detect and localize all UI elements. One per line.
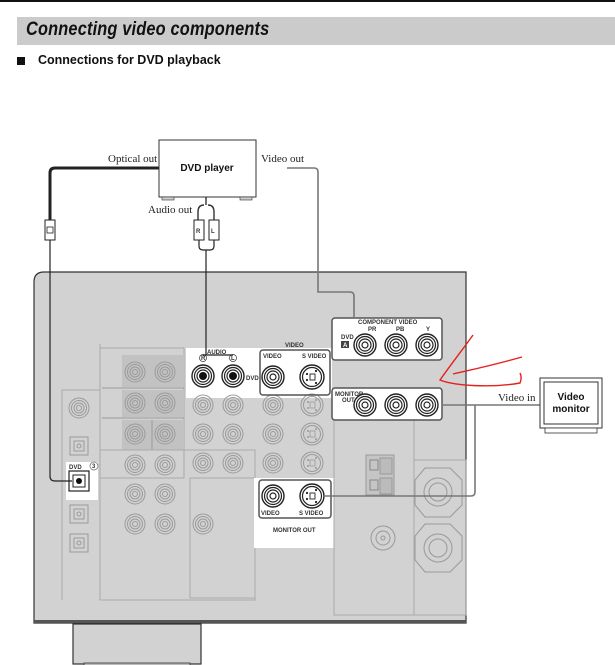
component-video-label: COMPONENT VIDEO [358,320,418,326]
cables [48,166,540,497]
section-title: Connecting video components [26,19,270,40]
audio-dvd-label: DVD [246,376,259,382]
video-monitor: Video monitor [539,377,603,434]
optical-dvd-jack [68,470,90,492]
component-monitor-out: MONITOR OUT [331,387,443,421]
dvd-video-input: VIDEO VIDEO S VIDEO [259,343,331,396]
plug-r-label: R [196,229,201,235]
monitor-out-label: MONITOR OUT [273,528,316,534]
y-label: Y [426,327,430,333]
pr-label: PR [368,327,377,333]
section-title-bar [17,17,615,45]
monitor-label-2: monitor [552,404,589,415]
optical-out-label: Optical out [108,153,157,165]
audio-r-label: R [201,356,206,362]
dvd-player: DVD player [158,139,257,201]
rca-plugs: R L [193,219,220,241]
pb-label: PB [396,327,405,333]
video-out-label: Video out [261,153,304,165]
video-group-label: VIDEO [285,343,304,349]
bullet-square-icon [17,57,25,65]
subsection-title: Connections for DVD playback [38,53,221,67]
optical-number: 3 [92,464,96,470]
s-video-label: S VIDEO [302,354,327,360]
optical-inputs: DVD 3 [66,397,99,553]
audio-group-label: AUDIO [207,350,227,356]
component-input-letter: A [343,343,348,349]
monitor-video-label: VIDEO [261,511,280,517]
monitor-out-label-2: OUT [342,398,355,404]
optical-plug [44,219,56,241]
receiver-foot [72,623,202,665]
dvd-player-label: DVD player [180,163,233,174]
monitor-out-video: VIDEO S VIDEO MONITOR OUT [258,479,332,534]
component-dvd-label: DVD [341,335,354,341]
component-video-input: COMPONENT VIDEO PR PB Y DVD A [331,317,443,361]
audio-l-label: L [231,356,235,362]
dvd-audio-input: AUDIO R L DVD [191,350,259,388]
monitor-out-label-1: MONITOR [335,392,364,398]
red-hand-drawn-annotation [438,334,523,387]
top-rule [0,0,615,2]
video-label: VIDEO [263,354,282,360]
plug-l-label: L [211,229,215,235]
optical-dvd-label: DVD [69,465,82,471]
monitor-s-video-label: S VIDEO [299,511,324,517]
video-in-label: Video in [498,392,536,404]
monitor-label-1: Video [557,392,584,403]
audio-out-label: Audio out [148,204,192,216]
